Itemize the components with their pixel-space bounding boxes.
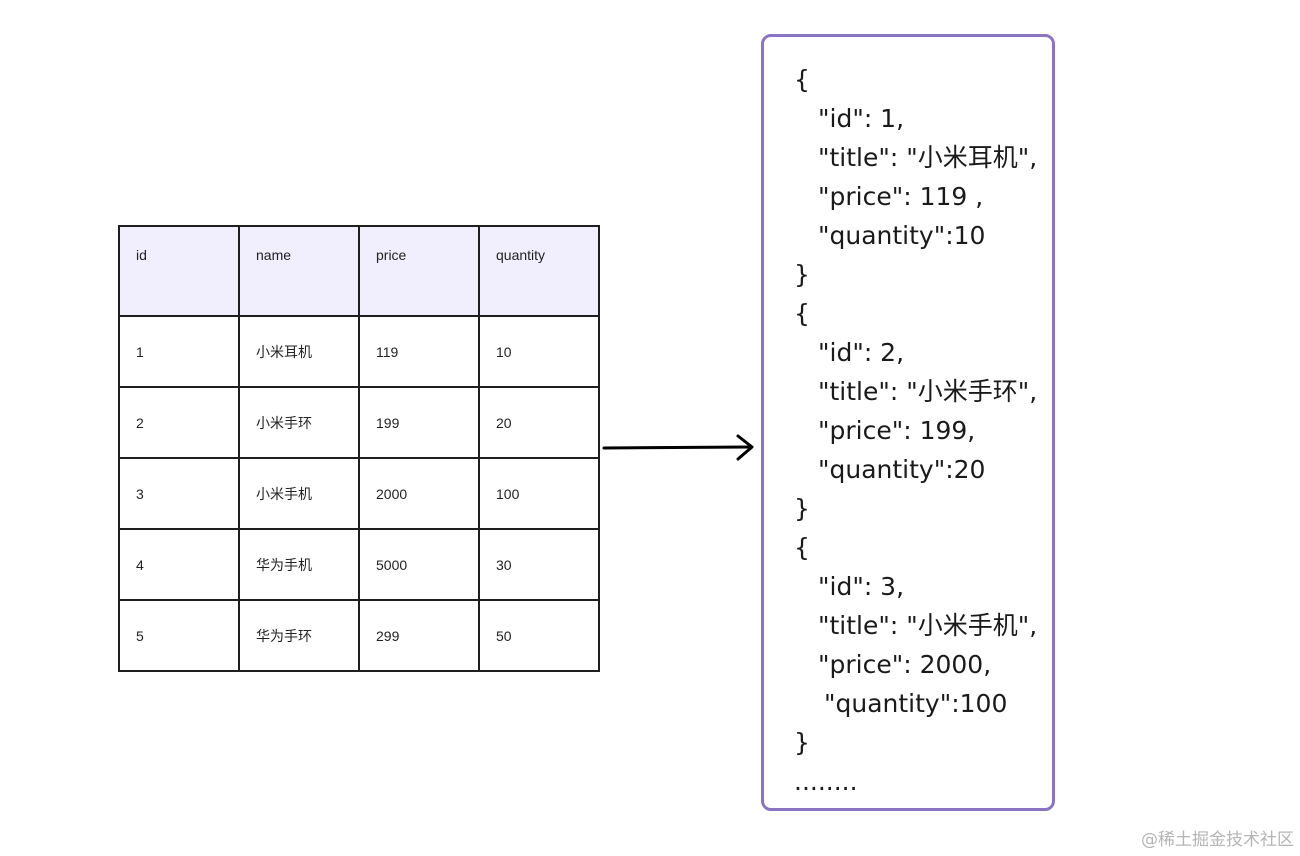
cell-price: 5000 <box>358 528 480 601</box>
cell-id: 5 <box>118 599 240 672</box>
cell-quantity: 20 <box>478 386 600 459</box>
json-price-line: "price": 119 , <box>818 182 984 211</box>
cell-quantity: 30 <box>478 528 600 601</box>
cell-id: 4 <box>118 528 240 601</box>
header-quantity: quantity <box>478 225 600 317</box>
json-price-line: "price": 2000, <box>818 650 992 679</box>
json-quantity-line: "quantity":100 <box>824 689 1008 718</box>
json-title-line: "title": "小米耳机", <box>818 143 1038 172</box>
cell-price: 2000 <box>358 457 480 530</box>
table-row: 3 小米手机 2000 100 <box>118 457 600 530</box>
cell-quantity: 10 <box>478 315 600 388</box>
cell-price: 299 <box>358 599 480 672</box>
header-name: name <box>238 225 360 317</box>
cell-quantity: 50 <box>478 599 600 672</box>
json-id-line: "id": 1, <box>818 104 905 133</box>
json-id-line: "id": 3, <box>818 572 905 601</box>
arrow-shaft <box>602 445 752 450</box>
json-title-line: "title": "小米手机", <box>818 611 1038 640</box>
json-close-brace: } <box>794 728 810 757</box>
header-id: id <box>118 225 240 317</box>
json-close-brace: } <box>794 260 810 289</box>
product-table: id name price quantity 1 小米耳机 119 10 2 小… <box>118 225 600 672</box>
table-row: 5 华为手环 299 50 <box>118 599 600 672</box>
cell-name: 小米手机 <box>238 457 360 530</box>
table-row: 1 小米耳机 119 10 <box>118 315 600 388</box>
cell-id: 2 <box>118 386 240 459</box>
watermark: @稀土掘金技术社区 <box>1141 830 1294 850</box>
json-quantity-line: "quantity":20 <box>818 455 986 484</box>
json-open-brace: { <box>794 65 810 94</box>
cell-price: 119 <box>358 315 480 388</box>
json-panel: { "id": 1, "title": "小米耳机", "price": 119… <box>761 34 1055 811</box>
json-title-line: "title": "小米手环", <box>818 377 1038 406</box>
json-quantity-line: "quantity":10 <box>818 221 986 250</box>
arrow-head <box>736 434 754 461</box>
json-open-brace: { <box>794 299 810 328</box>
cell-id: 1 <box>118 315 240 388</box>
json-price-line: "price": 199, <box>818 416 976 445</box>
cell-price: 199 <box>358 386 480 459</box>
table-row: 2 小米手环 199 20 <box>118 386 600 459</box>
right-arrow-icon <box>602 434 754 461</box>
table-header-row: id name price quantity <box>118 225 600 317</box>
json-ellipsis: ........ <box>794 767 858 796</box>
cell-name: 小米手环 <box>238 386 360 459</box>
cell-name: 华为手环 <box>238 599 360 672</box>
cell-name: 小米耳机 <box>238 315 360 388</box>
json-open-brace: { <box>794 533 810 562</box>
cell-quantity: 100 <box>478 457 600 530</box>
cell-name: 华为手机 <box>238 528 360 601</box>
cell-id: 3 <box>118 457 240 530</box>
table-row: 4 华为手机 5000 30 <box>118 528 600 601</box>
json-close-brace: } <box>794 494 810 523</box>
json-id-line: "id": 2, <box>818 338 905 367</box>
header-price: price <box>358 225 480 317</box>
